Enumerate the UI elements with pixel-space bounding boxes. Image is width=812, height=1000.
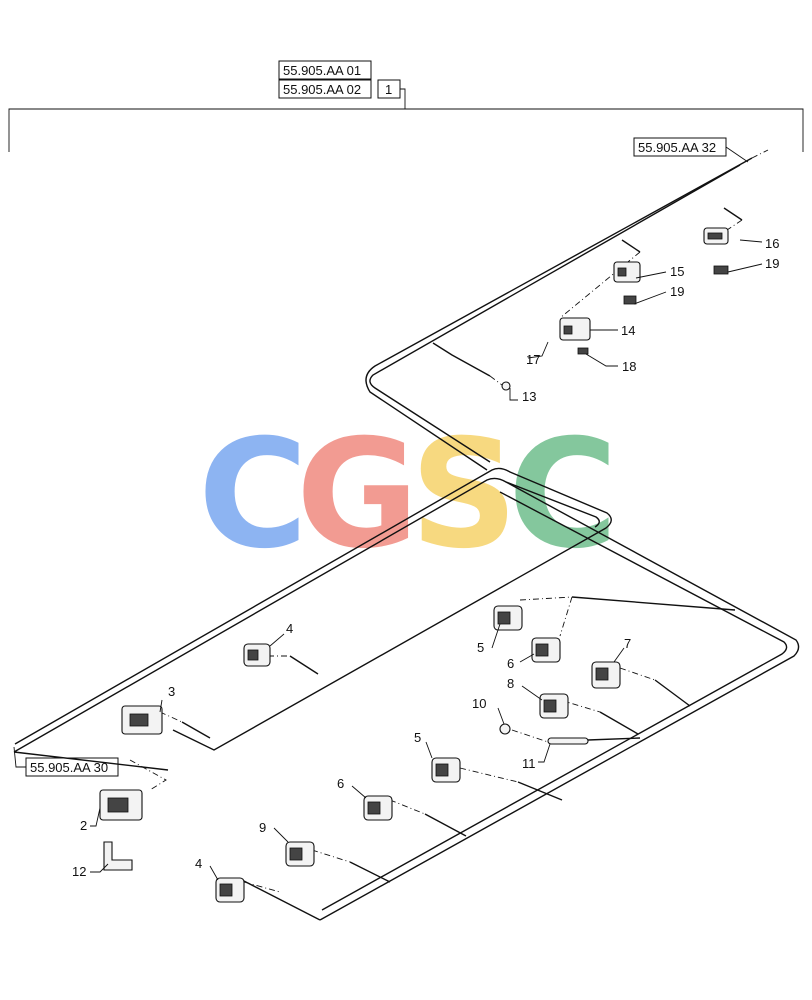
drop-11 bbox=[587, 737, 641, 741]
callout-2: 2 bbox=[80, 818, 87, 833]
bracket-12 bbox=[103, 841, 133, 871]
terminal-19a bbox=[713, 265, 729, 275]
ref-label-left: 55.905.AA 30 bbox=[30, 760, 108, 775]
callout-4a: 4 bbox=[286, 621, 293, 636]
dash-7 bbox=[619, 667, 656, 681]
connector-7 bbox=[591, 661, 621, 689]
drop-9 bbox=[349, 861, 391, 883]
connector-8 bbox=[539, 693, 569, 719]
callout-5b: 5 bbox=[414, 730, 421, 745]
dash-4b bbox=[243, 881, 281, 893]
callout-18: 18 bbox=[622, 359, 636, 374]
reference-top: 55.905.AA 01 55.905.AA 02 1 bbox=[8, 60, 804, 152]
harness-wires bbox=[13, 149, 800, 921]
callout-7: 7 bbox=[624, 636, 631, 651]
ref-box-1 bbox=[278, 60, 372, 80]
connector-14 bbox=[559, 317, 591, 341]
upper-trunk-a bbox=[369, 164, 741, 463]
connector-9 bbox=[285, 841, 315, 867]
terminal-19b bbox=[623, 295, 637, 305]
terminal-18 bbox=[577, 347, 589, 355]
watermark-letter-1: C bbox=[198, 408, 308, 582]
connector-16 bbox=[703, 227, 729, 245]
pin-13 bbox=[501, 381, 511, 391]
watermark-letter-2: G bbox=[296, 408, 419, 582]
callout-12: 12 bbox=[72, 864, 86, 879]
callout-13: 13 bbox=[522, 389, 536, 404]
pin-10 bbox=[499, 723, 511, 735]
ref-label-2: 55.905.AA 02 bbox=[283, 82, 361, 97]
connector-5a bbox=[493, 605, 523, 631]
dash-3 bbox=[159, 711, 183, 723]
callout-8: 8 bbox=[507, 676, 514, 691]
callout-19b: 19 bbox=[670, 284, 684, 299]
connector-15 bbox=[613, 261, 641, 283]
right-trunk-outer bbox=[319, 481, 800, 921]
callout-17: 17 bbox=[526, 352, 540, 367]
drop-16 bbox=[723, 207, 743, 221]
dash-6b bbox=[389, 799, 426, 815]
left-trunk-outer bbox=[14, 467, 612, 751]
drop-13 bbox=[432, 342, 491, 377]
callout-15: 15 bbox=[670, 264, 684, 279]
ref-box-2 bbox=[278, 79, 372, 99]
leader-ref-left bbox=[13, 746, 26, 768]
connector-6a bbox=[531, 637, 561, 663]
callout-11: 11 bbox=[522, 756, 536, 771]
callout-16: 16 bbox=[765, 236, 779, 251]
drop-8 bbox=[599, 711, 639, 735]
callout-leaders bbox=[90, 239, 763, 881]
callout-14: 14 bbox=[621, 323, 635, 338]
dash-10 bbox=[511, 729, 549, 743]
drop-3 bbox=[181, 721, 211, 739]
upper-trunk-end bbox=[751, 149, 769, 159]
ref-label-1: 55.905.AA 01 bbox=[283, 63, 361, 78]
sleeve-11 bbox=[547, 737, 589, 745]
watermark-letter-3: S bbox=[410, 408, 518, 582]
bottom-trunk bbox=[241, 879, 321, 921]
callout-9: 9 bbox=[259, 820, 266, 835]
callout-19a: 19 bbox=[765, 256, 779, 271]
bracket-stem bbox=[400, 88, 406, 109]
branch-5-6 bbox=[571, 596, 736, 611]
connector-3 bbox=[121, 705, 163, 735]
upper-trunk-b bbox=[365, 157, 753, 471]
dash-9 bbox=[311, 849, 351, 863]
dash-2 bbox=[129, 759, 167, 791]
connector-6b bbox=[363, 795, 393, 821]
drop-15 bbox=[621, 239, 641, 253]
right-trunk-inner bbox=[321, 491, 788, 911]
connector-2 bbox=[99, 789, 143, 821]
callout-5a: 5 bbox=[477, 640, 484, 655]
leader-ref-right bbox=[725, 146, 749, 163]
connectors bbox=[99, 227, 729, 903]
connector-4b bbox=[215, 877, 245, 903]
watermark: C G S C bbox=[198, 408, 618, 582]
drop-6b bbox=[424, 813, 467, 837]
dash-5-6 bbox=[519, 596, 573, 637]
callout-numbers: 16 19 15 19 14 17 18 13 3 4 5 6 7 8 10 1… bbox=[72, 236, 779, 879]
assembly-bracket bbox=[8, 108, 804, 152]
callout-6a: 6 bbox=[507, 656, 514, 671]
callout-10: 10 bbox=[472, 696, 486, 711]
callout-6b: 6 bbox=[337, 776, 344, 791]
connector-5b bbox=[431, 757, 461, 783]
drop-5b bbox=[517, 781, 563, 801]
connector-4a bbox=[243, 643, 271, 667]
drop-7 bbox=[654, 679, 691, 707]
dash-5b bbox=[459, 767, 519, 783]
callout-4b: 4 bbox=[195, 856, 202, 871]
ref-label-right: 55.905.AA 32 bbox=[638, 140, 716, 155]
item-label: 1 bbox=[385, 82, 392, 97]
drop-4 bbox=[289, 655, 319, 675]
callout-3: 3 bbox=[168, 684, 175, 699]
